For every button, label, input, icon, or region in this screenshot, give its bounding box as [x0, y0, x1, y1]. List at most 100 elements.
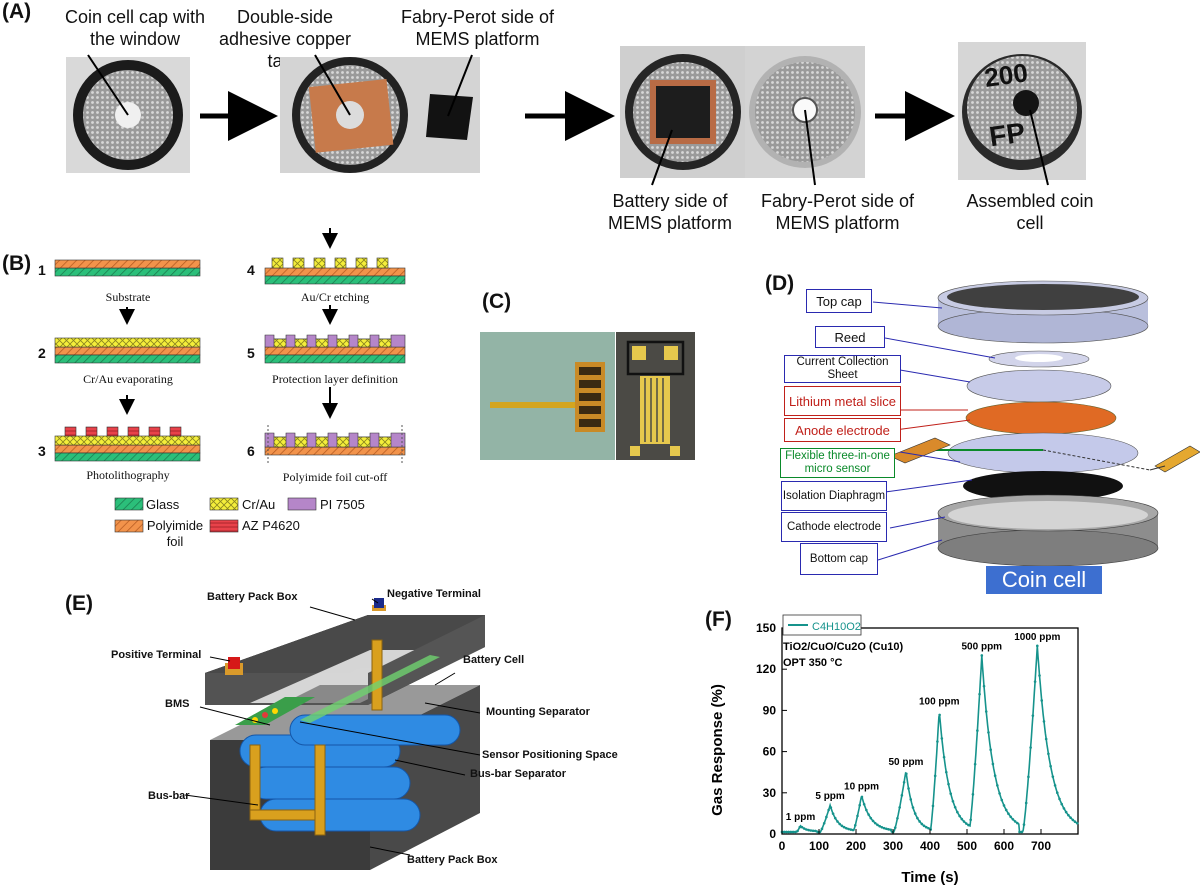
data-point — [1004, 808, 1008, 812]
data-point — [838, 822, 842, 826]
panel-b-process-diagram — [54, 228, 406, 533]
data-point — [998, 792, 1001, 795]
data-point — [876, 823, 879, 827]
peak-label: 500 ppm — [962, 641, 1003, 652]
data-point — [936, 740, 939, 743]
data-point — [993, 774, 997, 778]
y-tick-label: 90 — [763, 703, 777, 717]
panel-d-exploded-coin-cell — [872, 280, 1200, 567]
step-4-number: 4 — [247, 262, 255, 278]
data-point — [822, 821, 826, 825]
panel-a-caption-coin-cap: Coin cell cap with the window — [64, 7, 206, 49]
data-point — [862, 802, 866, 806]
d-label-top-cap: Top cap — [806, 289, 872, 313]
e-label-positive-terminal: Positive Terminal — [111, 649, 202, 661]
d-label-bottom-cap: Bottom cap — [800, 543, 878, 575]
step-5-caption: Protection layer definition — [272, 372, 398, 386]
legend-crau: Cr/Au — [242, 497, 276, 512]
data-point — [887, 828, 890, 831]
x-tick-label: 0 — [779, 839, 786, 853]
data-point — [900, 794, 904, 797]
data-point — [1058, 797, 1061, 801]
data-point — [858, 803, 861, 807]
data-point — [958, 814, 961, 818]
data-point — [907, 787, 910, 790]
step-2-caption: Cr/Au evaporating — [83, 372, 173, 386]
data-point — [989, 748, 992, 751]
data-point — [909, 798, 913, 801]
data-point — [964, 822, 968, 825]
panel-b-label: (B) — [2, 252, 32, 275]
d-label-sensor: Flexible three-in-one micro sensor — [780, 448, 895, 478]
e-label-box-top: Battery Pack Box — [207, 591, 298, 603]
step-1-number: 1 — [38, 262, 46, 278]
data-point — [913, 812, 917, 815]
data-point — [836, 820, 839, 823]
data-point — [885, 827, 888, 831]
data-point — [867, 813, 870, 816]
data-point — [851, 828, 855, 832]
data-point — [940, 737, 944, 740]
x-tick-label: 300 — [883, 839, 903, 853]
data-point — [1031, 714, 1035, 717]
e-label-sensor-positioning: Sensor Positioning Space — [482, 749, 618, 761]
e-label-busbar-separator: Bus-bar Separator — [470, 768, 566, 780]
data-point — [1002, 804, 1006, 807]
step-5-number: 5 — [247, 345, 255, 361]
data-point — [967, 823, 970, 827]
data-point — [1038, 674, 1041, 677]
data-point — [829, 806, 833, 809]
legend-polyimide: Polyimide foil — [146, 518, 204, 549]
data-point — [794, 830, 797, 834]
data-point — [1071, 818, 1075, 822]
panel-c-photos — [480, 332, 695, 460]
data-point — [978, 692, 981, 696]
data-point — [987, 731, 990, 734]
step-3-caption: Photolithography — [86, 468, 170, 482]
panel-e-label: (E) — [65, 592, 93, 615]
step-6-number: 6 — [247, 443, 255, 459]
data-point — [976, 729, 979, 732]
data-point — [1016, 821, 1019, 825]
panel-c-label: (C) — [482, 290, 512, 313]
x-tick-label: 600 — [994, 839, 1014, 853]
data-point — [1027, 775, 1030, 779]
legend-pi: PI 7505 — [320, 497, 365, 512]
data-point — [871, 819, 875, 823]
data-point — [825, 815, 828, 819]
data-point — [814, 829, 817, 833]
panel-a-caption-fp-side: Fabry-Perot side of MEMS platform — [400, 7, 555, 49]
x-tick-label: 700 — [1031, 839, 1051, 853]
data-point — [922, 824, 926, 828]
data-point — [982, 684, 986, 688]
data-point — [882, 826, 886, 830]
data-point — [860, 795, 864, 799]
data-point — [807, 828, 810, 832]
data-point — [991, 762, 995, 766]
opt-label: OPT 350 °C — [783, 657, 842, 669]
data-point — [960, 817, 964, 821]
data-point — [840, 824, 844, 828]
e-label-negative-terminal: Negative Terminal — [387, 588, 481, 600]
panel-e-battery-pack — [184, 598, 485, 870]
data-point — [1069, 816, 1072, 820]
data-point — [1053, 784, 1057, 787]
step-6-caption: Polyimide foil cut-off — [282, 470, 388, 484]
data-point — [1064, 810, 1068, 814]
data-point — [1022, 823, 1026, 826]
data-point — [847, 827, 850, 831]
data-point — [1047, 752, 1050, 756]
data-point — [796, 829, 799, 833]
e-label-battery-cell: Battery Cell — [463, 654, 525, 666]
e-label-busbar: Bus-bar — [148, 790, 190, 802]
panel-a-caption-fp-side-2: Fabry-Perot side of MEMS platform — [760, 191, 915, 233]
step-4-caption: Au/Cr etching — [300, 290, 370, 304]
data-point — [911, 806, 915, 809]
d-label-isolation: Isolation Diaphragm — [781, 481, 887, 511]
d-label-reed: Reed — [815, 326, 885, 348]
legend-glass: Glass — [146, 497, 180, 512]
panel-a-caption-battery-side: Battery side of MEMS platform — [607, 191, 733, 233]
data-point — [856, 814, 859, 818]
data-point — [1018, 830, 1021, 834]
data-point — [942, 755, 946, 759]
